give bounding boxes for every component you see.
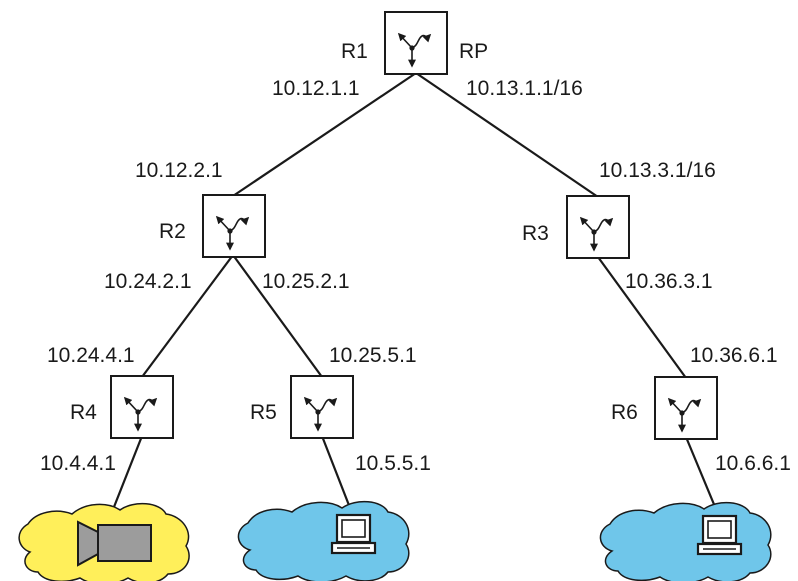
router-r1-rp-tag: RP [459,40,488,63]
link-r5-receiver-1 [320,435,354,514]
router-r4-name: R4 [70,401,97,424]
router-r6-name: R6 [611,401,638,424]
router-r1 [384,11,448,75]
receiver-cloud-2 [599,501,772,581]
receiver-cloud-1 [237,500,410,581]
router-r2 [202,194,266,258]
router-r5-if-down: 10.5.5.1 [355,452,431,475]
link-r1-r3 [415,72,599,198]
router-r4 [110,375,174,439]
link-r3-r6 [597,256,687,379]
router-r3-if-down: 10.36.3.1 [625,270,713,293]
link-r2-r4 [141,254,234,378]
router-r3-name: R3 [522,222,549,245]
router-r2-name: R2 [159,220,186,243]
router-r5-name: R5 [250,401,277,424]
link-r1-r2 [232,72,417,197]
router-r2-if-left: 10.24.2.1 [104,270,192,293]
link-r4-source [110,435,144,513]
router-r1-name: R1 [341,40,368,63]
link-r2-r5 [232,254,323,378]
link-r6-receiver-2 [684,436,720,515]
router-r6 [654,376,718,440]
router-r2-if-right: 10.25.2.1 [262,270,350,293]
router-r3 [566,195,630,259]
router-r3-if-up: 10.13.3.1/16 [599,159,716,182]
router-r6-if-down: 10.6.6.1 [715,452,791,475]
router-r4-if-up: 10.24.4.1 [47,344,135,367]
router-r1-if-left: 10.12.1.1 [272,77,360,100]
router-r2-if-up: 10.12.2.1 [135,159,223,182]
video-camera-icon [77,520,152,567]
router-r1-if-right: 10.13.1.1/16 [466,77,583,100]
computer-icon [330,513,377,555]
router-r6-if-up: 10.36.6.1 [690,344,778,367]
router-r5 [290,375,354,439]
router-r4-if-down: 10.4.4.1 [40,452,116,475]
computer-icon [696,514,743,556]
router-r5-if-up: 10.25.5.1 [329,344,417,367]
